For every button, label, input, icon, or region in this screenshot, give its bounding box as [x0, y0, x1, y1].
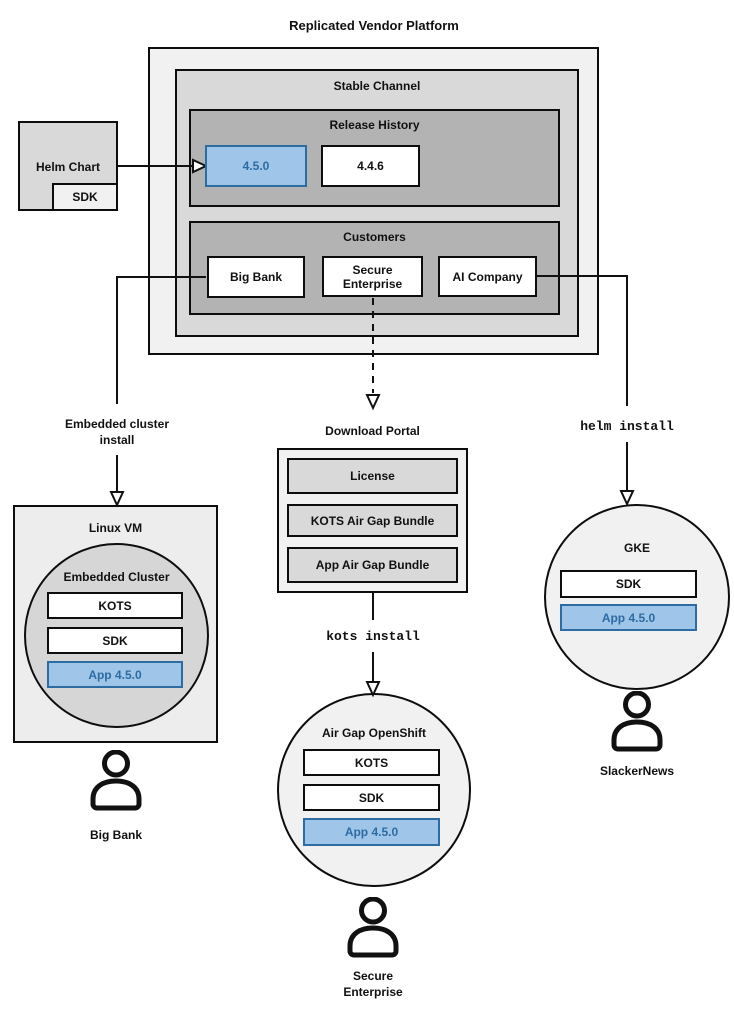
release-history-label: Release History — [329, 118, 420, 132]
kots-install-label: kots install — [326, 629, 420, 644]
customer-big-bank-box: Big Bank — [207, 256, 305, 298]
linux-vm-app-box: App 4.5.0 — [47, 661, 183, 688]
gke-label: GKE — [623, 541, 650, 555]
arrowhead-linuxvm — [109, 491, 125, 508]
license-box: License — [287, 458, 458, 494]
user-icon — [347, 897, 399, 958]
user-icon — [611, 691, 663, 752]
linux-vm-label: Linux VM — [88, 521, 143, 535]
kots-airgap-bundle-box: KOTS Air Gap Bundle — [287, 504, 458, 537]
app-airgap-bundle-box: App Air Gap Bundle — [287, 547, 458, 583]
release-450-box: 4.5.0 — [205, 145, 307, 187]
embedded-cluster-install-label: Embedded cluster install — [64, 417, 170, 447]
openshift-kots-box: KOTS — [303, 749, 440, 776]
user-label-big-bank: Big Bank — [89, 828, 142, 842]
release-446-box: 4.4.6 — [321, 145, 420, 187]
arrowhead-gke — [619, 490, 635, 507]
user-icon — [90, 750, 142, 811]
customer-ai-company-box: AI Company — [438, 256, 537, 297]
customers-label: Customers — [343, 230, 406, 244]
user-label-secure-enterprise: Secure Enterprise — [343, 969, 403, 999]
openshift-sdk-box: SDK — [303, 784, 440, 811]
airgap-openshift-label: Air Gap OpenShift — [321, 726, 426, 740]
helm-chart-sdk-box: SDK — [52, 183, 118, 211]
arrowhead-portal — [365, 394, 381, 411]
linux-vm-kots-box: KOTS — [47, 592, 183, 619]
diagram-title: Replicated Vendor Platform — [289, 18, 459, 33]
gke-app-box: App 4.5.0 — [560, 604, 697, 631]
download-portal-label: Download Portal — [325, 424, 420, 438]
helm-chart-label: Helm Chart — [35, 160, 100, 174]
helm-install-label: helm install — [580, 419, 674, 434]
linux-vm-sdk-box: SDK — [47, 627, 183, 654]
openshift-app-box: App 4.5.0 — [303, 818, 440, 846]
embedded-cluster-label: Embedded Cluster — [63, 570, 170, 584]
gke-sdk-box: SDK — [560, 570, 697, 598]
user-label-slackernews: SlackerNews — [599, 764, 675, 778]
customer-secure-enterprise-box: Secure Enterprise — [322, 256, 423, 297]
stable-channel-label: Stable Channel — [333, 79, 421, 93]
